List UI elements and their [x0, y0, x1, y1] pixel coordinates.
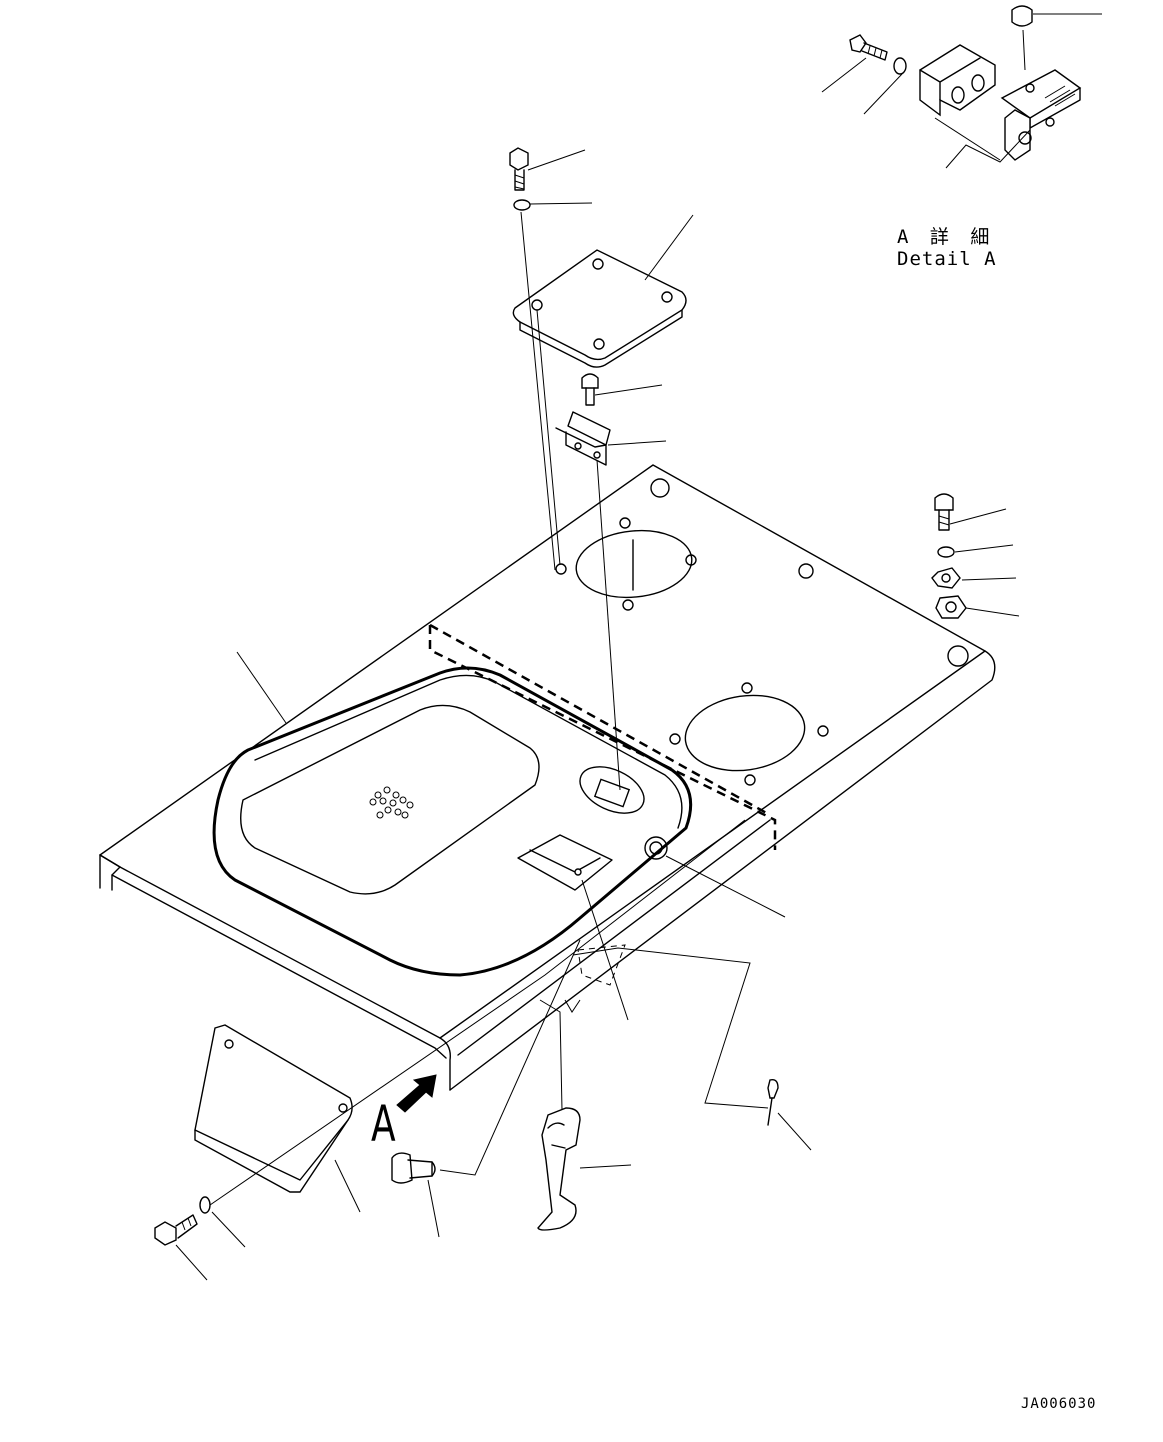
lock-lever [537, 1107, 581, 1231]
drawing-number: JA006030 [1021, 1396, 1097, 1412]
nut-right-large [935, 595, 967, 619]
main-cover-plate [99, 464, 996, 1091]
detail-a-assembly [849, 5, 1082, 161]
detail-a-title-jp: A 詳 細 [897, 226, 995, 248]
nut-right-small [931, 567, 961, 589]
bolt-bottom [154, 1214, 198, 1246]
bolt-right [934, 493, 954, 531]
view-arrow-icon [396, 1074, 437, 1113]
screw-clip [555, 373, 611, 466]
bottom-guard-plate [194, 1024, 353, 1193]
assembly-centerlines [209, 29, 1026, 1206]
washer-top [513, 199, 531, 211]
washer-right [937, 546, 955, 558]
bolt-top [509, 147, 529, 191]
cotter-pin [767, 1078, 779, 1126]
view-a-letter: A [371, 1095, 396, 1153]
detail-a-title-en: Detail A [897, 248, 997, 270]
leader-lines [175, 13, 1102, 1281]
washer-bottom [199, 1196, 211, 1214]
vent-holes [369, 786, 414, 819]
pivot-pin [391, 1152, 436, 1184]
top-cover-plate [512, 249, 687, 368]
